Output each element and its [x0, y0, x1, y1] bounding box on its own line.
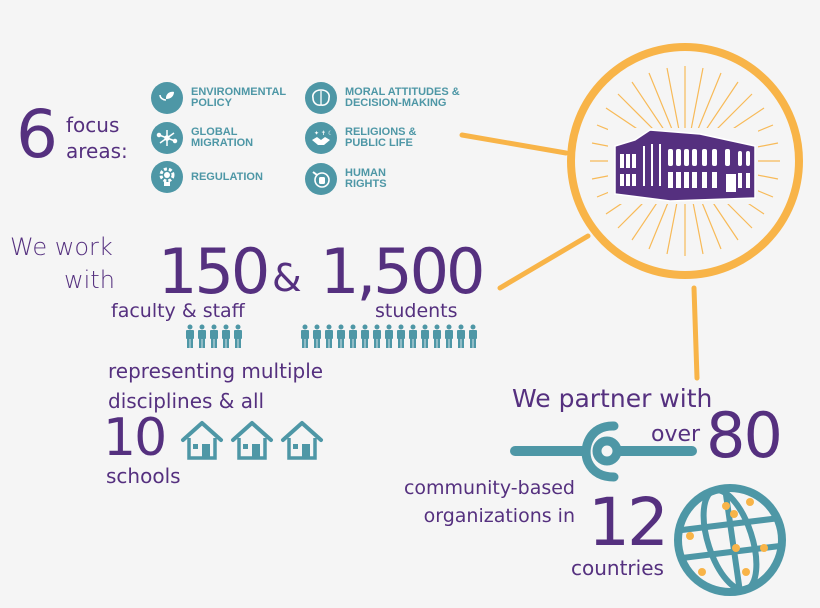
focus-label: focus areas:	[66, 112, 128, 164]
person-icon	[360, 324, 370, 348]
globe-icon	[674, 484, 786, 596]
ampersand: &	[272, 256, 302, 300]
svg-text:✦ ✝ ☾: ✦ ✝ ☾	[314, 130, 332, 137]
cbo-line2: organizations in	[423, 505, 575, 527]
house-icon	[180, 418, 224, 466]
partner-text: We partner with	[512, 384, 713, 413]
cbo-text: community-based organizations in	[390, 474, 575, 530]
house-icon	[280, 418, 324, 466]
gear-bulb-icon	[151, 161, 183, 193]
disciplines-line1: representing multiple	[108, 359, 324, 383]
disciplines-line2: disciplines & all	[108, 389, 265, 413]
plant-icon	[151, 82, 183, 114]
person-icon	[300, 324, 310, 348]
raised-fist-icon	[305, 163, 337, 195]
person-icon	[233, 324, 243, 348]
disciplines-text: representing multiple disciplines & all	[108, 356, 323, 416]
countries-label: countries	[571, 556, 664, 580]
students-label: students	[375, 300, 458, 322]
person-icon	[348, 324, 358, 348]
person-icon	[384, 324, 394, 348]
person-icon	[420, 324, 430, 348]
connector-plug-icon	[510, 421, 697, 482]
person-icon	[197, 324, 207, 348]
focus-label-line2: areas:	[66, 139, 128, 163]
handshake-icon: ✦ ✝ ☾	[305, 122, 337, 154]
person-icon	[444, 324, 454, 348]
focus-area-religions-public-life: ✦ ✝ ☾ RELIGIONS &PUBLIC LIFE	[305, 122, 417, 154]
students-count: 1,500	[320, 235, 485, 308]
person-icon	[209, 324, 219, 348]
over-text: over	[651, 422, 701, 447]
person-icon	[468, 324, 478, 348]
faculty-label: faculty & staff	[111, 300, 245, 322]
work-intro-line2: with	[64, 266, 115, 294]
university-building-emblem	[567, 43, 803, 279]
network-icon	[151, 122, 183, 154]
person-icon	[185, 324, 195, 348]
focus-label-line1: focus	[66, 113, 120, 137]
student-people-icons	[300, 324, 478, 348]
focus-count: 6	[16, 96, 58, 173]
focus-area-regulation: REGULATION	[151, 161, 263, 193]
work-intro-line1: We work	[10, 233, 113, 261]
focus-area-moral-attitudes: MORAL ATTITUDES &DECISION-MAKING	[305, 82, 460, 114]
person-icon	[432, 324, 442, 348]
schools-label: schools	[106, 464, 181, 488]
person-icon	[456, 324, 466, 348]
person-icon	[312, 324, 322, 348]
faculty-people-icons	[185, 324, 243, 348]
person-icon	[336, 324, 346, 348]
brain-icon	[305, 82, 337, 114]
schools-count: 10	[103, 408, 167, 468]
person-icon	[324, 324, 334, 348]
cbo-line1: community-based	[403, 477, 575, 499]
school-house-icons	[180, 418, 324, 466]
person-icon	[221, 324, 231, 348]
faculty-count: 150	[158, 235, 270, 308]
person-icon	[408, 324, 418, 348]
person-icon	[396, 324, 406, 348]
partner-count: 80	[706, 399, 783, 472]
house-icon	[230, 418, 274, 466]
person-icon	[372, 324, 382, 348]
countries-count: 12	[588, 484, 669, 561]
